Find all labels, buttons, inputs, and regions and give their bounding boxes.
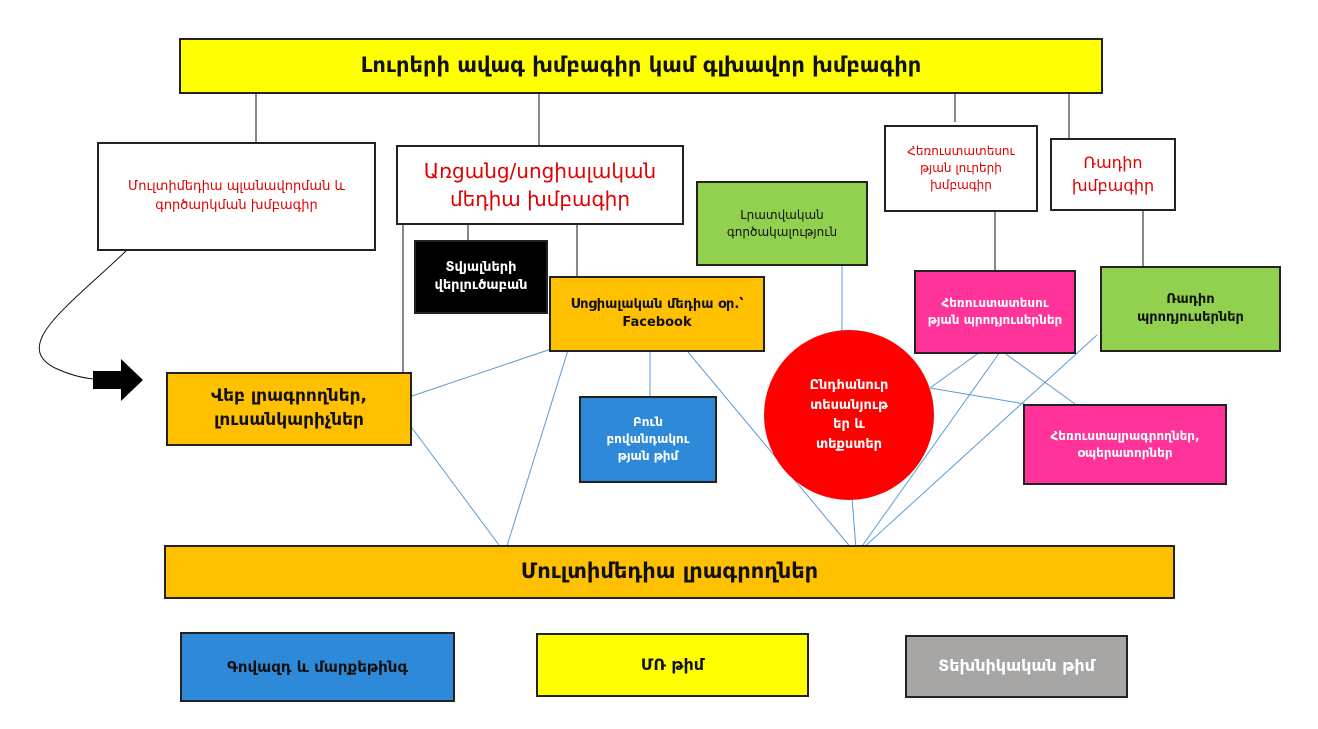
- multimedia-journalists-box: Մուլտիմեդիա լրագրողներ: [164, 545, 1175, 599]
- hr-team-label: ՄՌ թիմ: [640, 654, 705, 674]
- core-content-team-box: Բուն բովանդակու թյան թիմ: [579, 396, 717, 483]
- technical-team-box: Տեխնիկական թիմ: [905, 635, 1128, 698]
- chief-editor-label: Լուրերի ավագ խմբագիր կամ գլխավոր խմբագիր: [360, 53, 922, 78]
- multimedia-journalists-label: Մուլտիմեդիա լրագրողներ: [520, 559, 819, 584]
- web-journalists-box: Վեբ լրագրողներ, լուսանկարիչներ: [166, 372, 412, 446]
- technical-team-label: Տեխնիկական թիմ: [938, 656, 1095, 676]
- news-agency-box: Լրատվական գործակալություն: [696, 181, 868, 266]
- radio-editor-label: Ռադիո խմբագիր: [1071, 153, 1155, 195]
- arrow-right-icon: [93, 359, 143, 401]
- tv-producers-box: Հեռուստատեսու թյան պրոդյուսերներ: [914, 270, 1076, 354]
- advertising-marketing-box: Գովազդ և մարքեթինգ: [180, 632, 455, 702]
- radio-editor-box: Ռադիո խմբագիր: [1050, 138, 1176, 211]
- social-media-box: Սոցիալական մեդիա օր.՝ Facebook: [549, 276, 765, 352]
- multimedia-planning-editor-box: Մուլտիմեդիա պլանավորման և գործարկման խմբ…: [97, 142, 376, 251]
- advertising-marketing-label: Գովազդ և մարքեթինգ: [226, 657, 409, 676]
- data-analyst-box: Տվյալների վերլուծաբան: [414, 240, 548, 314]
- chief-editor-box: Լուրերի ավագ խմբագիր կամ գլխավոր խմբագիր: [179, 38, 1103, 94]
- multimedia-planning-editor-label: Մուլտիմեդիա պլանավորման և գործարկման խմբ…: [127, 179, 346, 213]
- online-social-media-editor-box: Առցանց/սոցիալական մեդիա խմբագիր: [396, 145, 684, 225]
- tv-journalists-box: Հեռուստալրագրողներ, օպերատորներ: [1023, 404, 1227, 485]
- social-media-label: Սոցիալական մեդիա օր.՝ Facebook: [570, 296, 744, 330]
- online-social-media-editor-label: Առցանց/սոցիալական մեդիա խմբագիր: [423, 159, 657, 211]
- tv-news-editor-box: Հեռուստատեսու թյան լուրերի խմբագիր: [884, 125, 1038, 212]
- web-journalists-label: Վեբ լրագրողներ, լուսանկարիչներ: [211, 386, 367, 430]
- hr-team-box: ՄՌ թիմ: [536, 633, 809, 697]
- radio-producers-label: Ռադիո պրոդյուսերներ: [1137, 291, 1244, 325]
- core-content-team-label: Բուն բովանդակու թյան թիմ: [606, 415, 690, 463]
- general-video-text-label: Ընդհանուր տեսանյութ եր և տեքստեր: [809, 378, 889, 452]
- tv-journalists-label: Հեռուստալրագրողներ, օպերատորներ: [1050, 428, 1200, 460]
- general-video-text-circle: Ընդհանուր տեսանյութ եր և տեքստեր: [764, 330, 934, 500]
- radio-producers-box: Ռադիո պրոդյուսերներ: [1100, 266, 1281, 352]
- news-agency-label: Լրատվական գործակալություն: [726, 207, 838, 239]
- tv-news-editor-label: Հեռուստատեսու թյան լուրերի խմբագիր: [907, 144, 1015, 192]
- data-analyst-label: Տվյալների վերլուծաբան: [434, 259, 528, 293]
- tv-producers-label: Հեռուստատեսու թյան պրոդյուսերներ: [927, 296, 1063, 327]
